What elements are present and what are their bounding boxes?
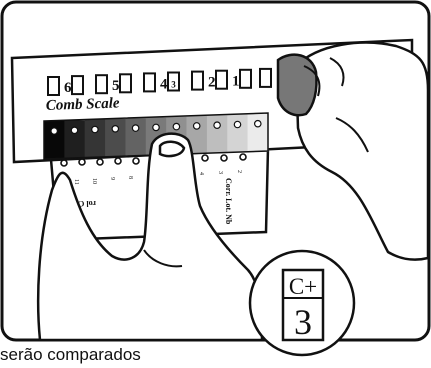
card-right-text: Corr. Lot. Nb xyxy=(224,178,233,225)
svg-text:9: 9 xyxy=(109,177,115,180)
scale-swatch xyxy=(44,121,65,159)
scale-swatch xyxy=(206,115,228,154)
number-box xyxy=(47,76,60,96)
swatch-outline xyxy=(43,112,269,160)
badge-bottom-label: 3 xyxy=(294,302,312,342)
scale-dot xyxy=(233,120,242,129)
scale-swatch xyxy=(105,118,127,157)
scale-swatch xyxy=(227,114,249,153)
number-label: 6 xyxy=(64,80,72,96)
svg-text:2: 2 xyxy=(236,170,242,173)
svg-text:3: 3 xyxy=(217,171,223,174)
scale-swatch xyxy=(186,115,208,154)
right-hand xyxy=(276,41,430,261)
svg-text:8: 8 xyxy=(127,176,133,179)
scale-title: Comb Scale xyxy=(46,95,121,114)
number-label: 1 xyxy=(232,74,240,90)
scale-swatch xyxy=(64,120,86,159)
scale-dot xyxy=(91,125,99,134)
number-box xyxy=(71,75,84,96)
number-label: 2 xyxy=(208,75,216,91)
number-box xyxy=(259,67,272,88)
scale-dot xyxy=(192,122,201,130)
scale-dot xyxy=(253,119,262,128)
scale-swatch xyxy=(247,113,269,152)
left-hand xyxy=(36,132,264,342)
scale-dot xyxy=(172,122,181,131)
badge-top-label: C+ xyxy=(289,274,317,299)
number-box xyxy=(215,69,228,90)
scale-dot xyxy=(213,121,221,130)
number-box xyxy=(191,70,204,91)
svg-text:11: 11 xyxy=(73,179,79,185)
scale-dot xyxy=(50,127,59,135)
number-box xyxy=(119,73,132,94)
number-box xyxy=(143,72,156,93)
svg-text:10: 10 xyxy=(91,178,97,184)
svg-text:4: 4 xyxy=(198,172,204,175)
number-label: 5 xyxy=(112,78,120,94)
scale-dot xyxy=(70,126,79,135)
number-label: 3 xyxy=(171,80,176,90)
scale-swatch xyxy=(125,118,147,157)
scale-dot xyxy=(111,125,120,133)
caption-text: serão comparados xyxy=(0,345,141,364)
grade-badge: C+ 3 xyxy=(248,249,356,357)
scale-swatch xyxy=(84,119,106,158)
number-box xyxy=(167,71,180,92)
scale-dot xyxy=(131,124,140,132)
number-box xyxy=(95,74,108,95)
number-label: 4 xyxy=(160,76,168,92)
scale-dot xyxy=(152,123,160,132)
number-box xyxy=(239,68,252,89)
